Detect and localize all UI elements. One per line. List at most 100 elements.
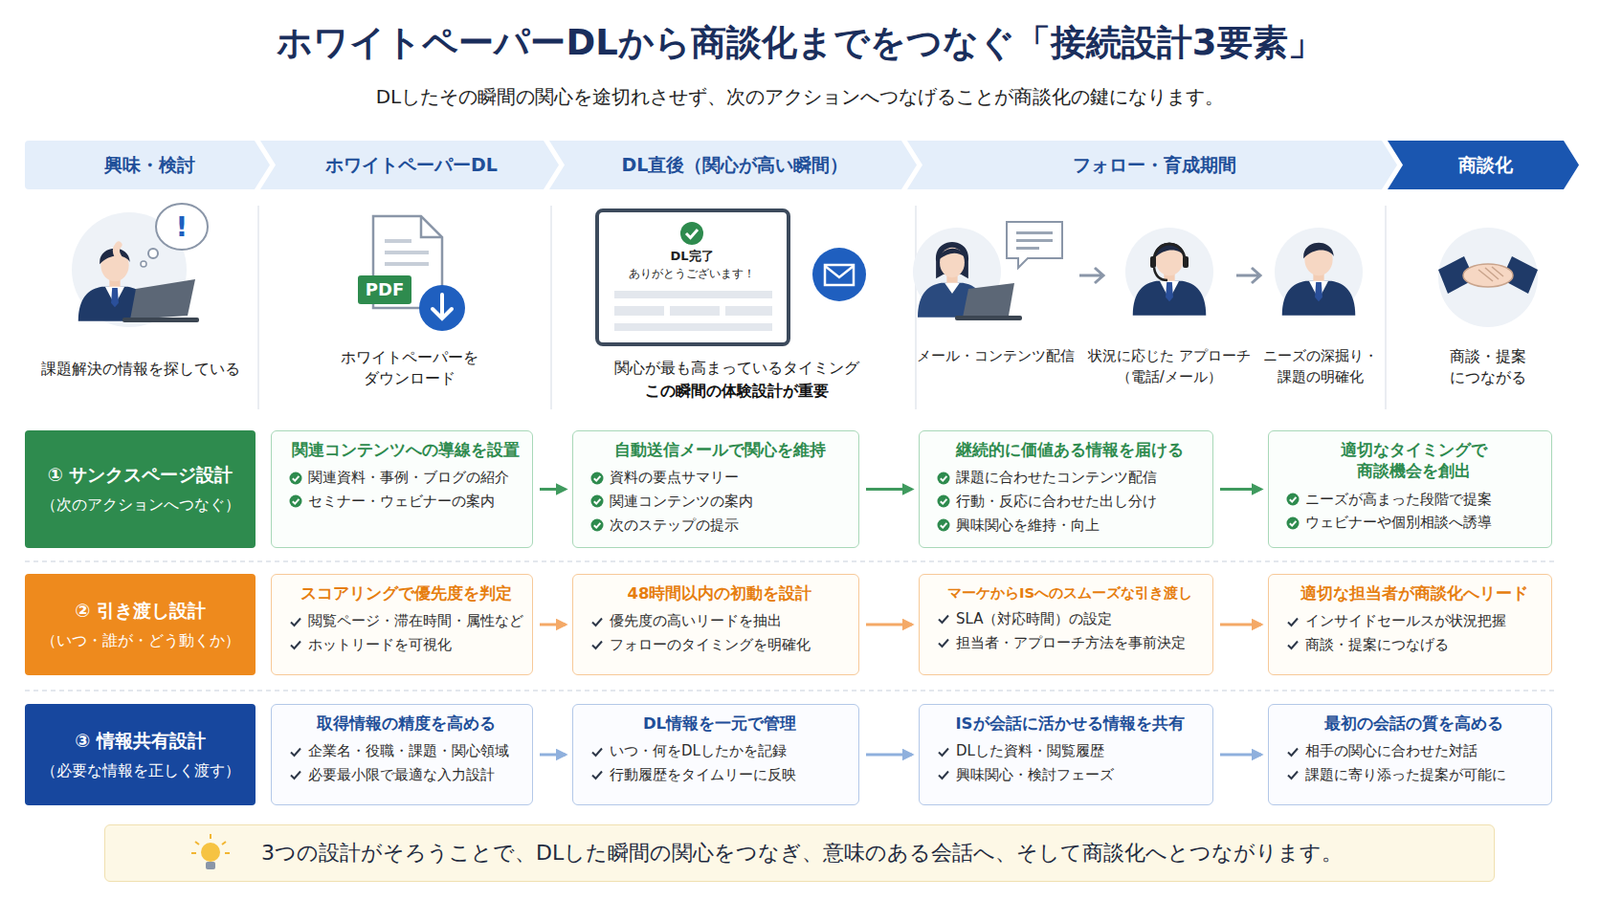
stage-caption: ニーズの深掘り・ 課題の明確化 [1256, 346, 1385, 389]
lightbulb-ray [191, 852, 197, 855]
check-icon [288, 745, 303, 759]
flow-arrow [866, 488, 912, 491]
stage-chevron: フォロー・育成期間 [907, 140, 1398, 190]
design-subtitle: （次のアクションへつなぐ） [41, 495, 241, 516]
check-item: 興味関心を維持・向上 [934, 513, 1205, 538]
check-mark [594, 523, 601, 529]
design-card: 継続的に価値ある情報を届ける課題に合わせたコンテンツ配信行動・反応に合わせた出し… [918, 430, 1214, 549]
thanks-screen-part [669, 306, 720, 316]
check-mark [940, 499, 948, 505]
flow-arrow [1220, 623, 1262, 627]
pdf-document-part [432, 294, 452, 319]
stage-name: 興味・検討 [104, 153, 196, 178]
check-item: インサイドセールスが状況把握 [1284, 609, 1544, 634]
alert-mark: ! [162, 208, 201, 248]
follow-people-part [1274, 227, 1363, 316]
check-icon [590, 615, 604, 629]
thinking-person [71, 203, 208, 328]
flow-arrow [539, 623, 566, 627]
thanks-screen [597, 210, 867, 345]
card-heading: 自動送信メールで関心を維持 [588, 440, 851, 462]
check-icon [1286, 745, 1300, 759]
check-icon [936, 471, 951, 486]
check-item: 相手の関心に合わせた対話 [1284, 739, 1544, 764]
chevron-fill [1387, 140, 1579, 190]
lightbulb-glass [200, 843, 221, 863]
check-item: 行動履歴をタイムリーに反映 [588, 763, 851, 788]
stage-caption: 商談・提案 につながる [1440, 346, 1535, 390]
card-heading: 取得情報の精度を高める [287, 713, 525, 735]
follow-people [912, 222, 1363, 321]
check-mark [592, 642, 602, 650]
check-item: フォローのタイミングを明確化 [588, 633, 851, 658]
stage-caption: 関心が最も高まっているタイミング [574, 356, 900, 379]
design-title: ② 引き渡し設計 [74, 599, 206, 624]
design-card: 最初の会話の質を高める相手の関心に合わせた対話課題に寄り添った提案が可能に [1267, 704, 1553, 806]
check-icon [936, 494, 951, 509]
check-icon [590, 518, 604, 533]
design-label: ③ 情報共有設計（必要な情報を正しく渡す） [24, 704, 256, 806]
follow-people-part [1133, 243, 1207, 316]
design-card: 適切なタイミングで 商談機会を創出ニーズが高まった段階で提案ウェビナーや個別相談… [1267, 430, 1553, 549]
check-icon-bg [591, 519, 604, 533]
check-icon [288, 638, 303, 652]
check-item: 閲覧ページ・滞在時間・属性など [287, 609, 525, 634]
check-icon [288, 615, 303, 629]
chevron-fill [549, 140, 917, 190]
thanks-screen-part [725, 306, 773, 316]
follow-people-part [1006, 222, 1063, 268]
handshake-part [1478, 266, 1504, 282]
check-mark [1288, 618, 1298, 626]
check-mark [592, 618, 602, 626]
screen-text: ありがとうございます！ [605, 266, 778, 283]
thanks-screen-part [597, 210, 789, 345]
follow-people-part [1016, 246, 1040, 250]
pdf-document-part [419, 285, 466, 332]
check-mark [1289, 497, 1297, 503]
design-card: マーケからISへのスムーズな引き渡しSLA（対応時間）の設定担当者・アプローチ方… [918, 574, 1214, 676]
thanks-screen-part [824, 266, 854, 278]
chevron-fill [24, 140, 270, 190]
check-mark [594, 499, 601, 505]
check-icon [1286, 516, 1300, 531]
follow-people-part [1282, 243, 1356, 316]
follow-people-part [955, 315, 1023, 321]
design-label: ② 引き渡し設計 （いつ・誰が・どう動くか） [24, 574, 256, 676]
check-mark [592, 772, 602, 780]
pdf-document-part [421, 216, 443, 238]
stage-name: 商談化 [1458, 153, 1513, 178]
follow-people-part [1016, 231, 1053, 235]
flow-arrow [539, 754, 566, 757]
design-subtitle: （いつ・誰が・どう動くか） [41, 631, 241, 652]
chevron-fill [260, 140, 559, 190]
check-mark [290, 772, 301, 780]
check-icon-bg [591, 471, 604, 485]
check-mark [938, 616, 949, 624]
check-item: 商談・提案につなげる [1284, 633, 1544, 658]
check-item: 次のステップの提示 [588, 513, 851, 538]
check-mark [940, 523, 948, 529]
check-icon [936, 768, 951, 782]
check-icon-bg [937, 519, 951, 533]
check-item: SLA（対応時間）の設定 [934, 607, 1205, 632]
check-mark [592, 748, 602, 756]
lightbulb-ray [224, 852, 230, 855]
design-card: 関連コンテンツへの導線を設置関連資料・事例・ブログの紹介セミナー・ウェビナーの案… [270, 430, 534, 549]
check-item: 関連コンテンツの案内 [588, 489, 851, 514]
lightbulb-base [205, 862, 216, 870]
check-mark [1289, 520, 1297, 526]
check-mark [938, 748, 949, 756]
pdf-document [357, 216, 466, 332]
check-item: 優先度の高いリードを抽出 [588, 609, 851, 634]
design-card: スコアリングで優先度を判定閲覧ページ・滞在時間・属性などホットリードを可視化 [270, 574, 534, 676]
handshake [1438, 227, 1538, 328]
check-icon [590, 494, 604, 509]
follow-people-part [1154, 267, 1168, 281]
design-card: 48時間以内の初動を設計優先度の高いリードを抽出フォローのタイミングを明確化 [572, 574, 860, 676]
column-separators-part [257, 205, 260, 410]
stage-name: フォロー・育成期間 [1072, 153, 1237, 178]
check-icon [936, 612, 951, 626]
design-card: ISが会話に活かせる情報を共有DLした資料・閲覧履歴興味関心・検討フェーズ [918, 704, 1214, 806]
thinking-person-part [122, 317, 200, 323]
check-item: ニーズが高まった段階で提案 [1284, 488, 1544, 512]
